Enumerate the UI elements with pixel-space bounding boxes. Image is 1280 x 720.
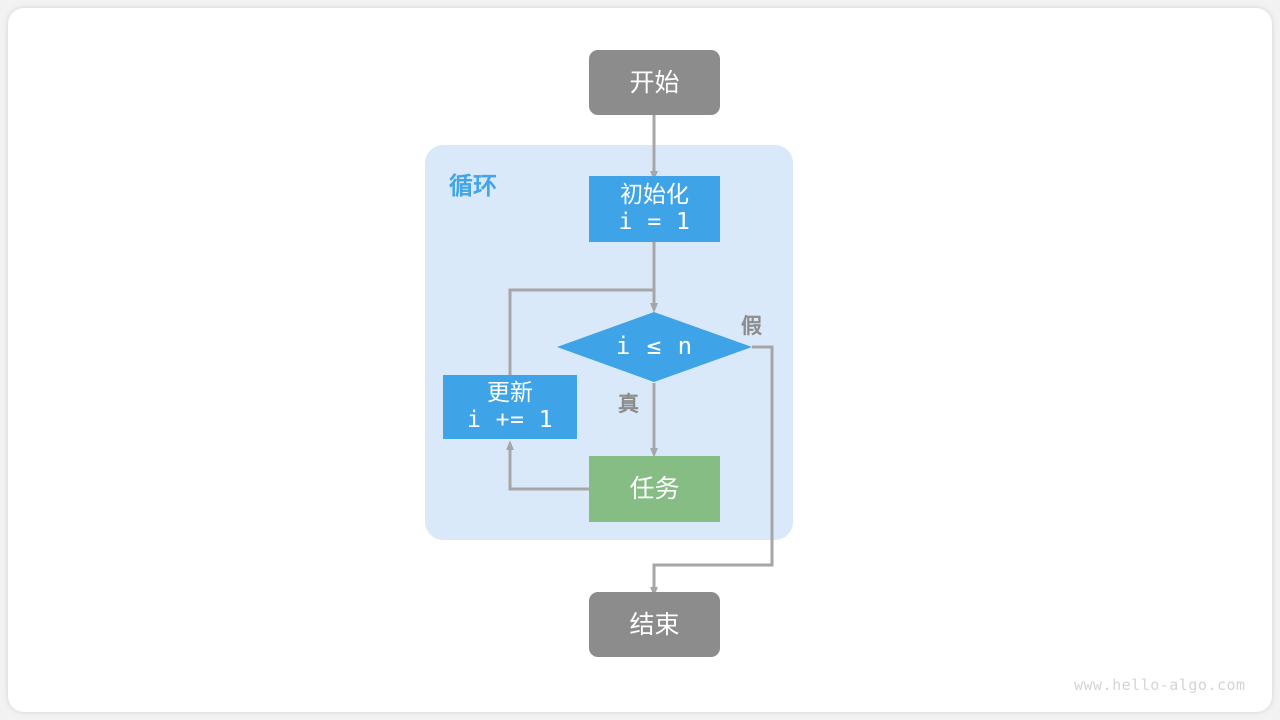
edge-label-false: 假 bbox=[741, 314, 762, 338]
edge-label-true: 真 bbox=[618, 392, 639, 416]
condition-diamond-shape bbox=[557, 312, 752, 382]
node-update-label: 更新 bbox=[487, 379, 533, 406]
node-start[interactable]: 开始 bbox=[589, 50, 720, 115]
node-init-expression: i = 1 bbox=[618, 209, 691, 235]
node-task-label: 任务 bbox=[629, 474, 680, 504]
node-init-label: 初始化 bbox=[620, 181, 689, 208]
node-init[interactable]: 初始化 i = 1 bbox=[589, 176, 720, 242]
loop-container-label: 循环 bbox=[449, 172, 497, 200]
watermark-url: www.hello-algo.com bbox=[1074, 676, 1246, 694]
edge-update-to-condition bbox=[508, 288, 658, 377]
node-end-label: 结束 bbox=[629, 609, 680, 639]
node-condition-expression: i ≤ n bbox=[615, 332, 694, 360]
node-update-expression: i += 1 bbox=[466, 407, 554, 433]
node-start-label: 开始 bbox=[629, 67, 680, 97]
node-end[interactable]: 结束 bbox=[589, 592, 720, 657]
edge-task-to-update bbox=[506, 440, 589, 491]
node-task[interactable]: 任务 bbox=[589, 456, 720, 522]
node-update[interactable]: 更新 i += 1 bbox=[443, 375, 577, 439]
edge-condition-to-end bbox=[650, 345, 774, 597]
